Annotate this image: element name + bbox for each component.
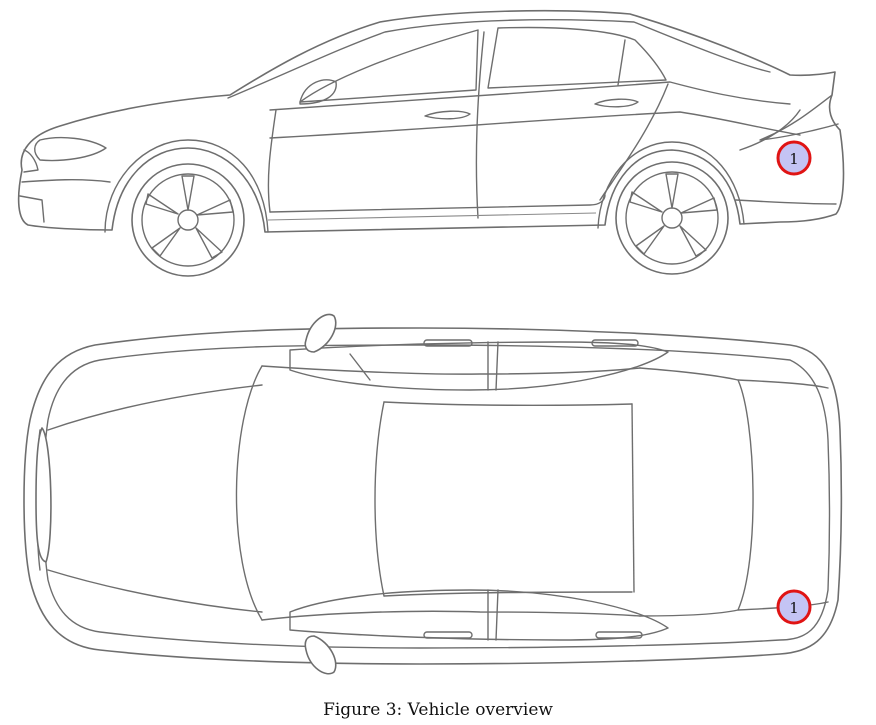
damage-marker: 1 xyxy=(776,140,812,176)
car-top-view xyxy=(23,313,843,675)
marker-label: 1 xyxy=(789,150,799,168)
damage-marker: 1 xyxy=(776,589,812,625)
marker-label: 1 xyxy=(789,599,799,617)
car-side-view xyxy=(17,9,845,277)
figure-caption: Figure 3: Vehicle overview xyxy=(323,700,553,720)
